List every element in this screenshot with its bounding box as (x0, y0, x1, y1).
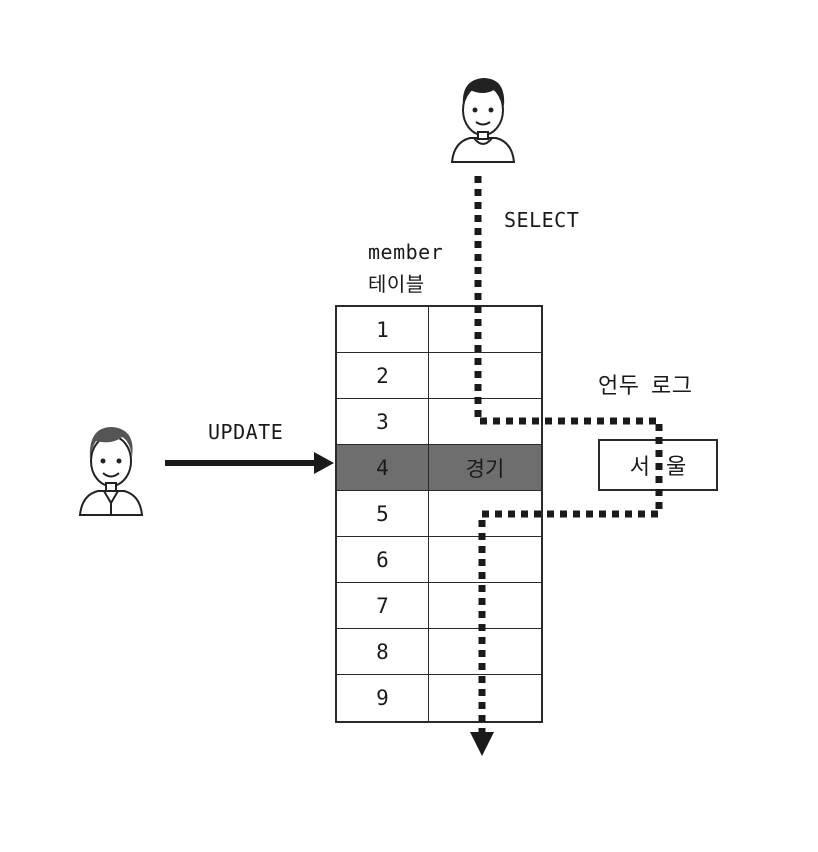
table-row: 8 (337, 629, 541, 675)
table-row: 5 (337, 491, 541, 537)
table-title-line2: 테이블 (368, 272, 425, 296)
table-row: 6 (337, 537, 541, 583)
select-label: SELECT (504, 208, 580, 232)
select-read-path (474, 176, 663, 736)
row-value-cell: 경기 (465, 456, 505, 481)
table-row: 7 (337, 583, 541, 629)
update-label: UPDATE (208, 420, 284, 444)
table-title-line1: member (368, 240, 444, 264)
table-row: 2 (337, 353, 541, 399)
table-row-locked: 4 경기 (337, 445, 541, 491)
select-user-icon (450, 78, 516, 163)
row-id-cell: 3 (337, 399, 429, 444)
row-id-cell: 2 (337, 353, 429, 398)
select-arrowhead (470, 732, 494, 756)
table-row: 3 (337, 399, 541, 445)
table-row: 1 (337, 307, 541, 353)
row-id-cell: 8 (337, 629, 429, 674)
row-id-cell: 7 (337, 583, 429, 628)
row-id-cell: 5 (337, 491, 429, 536)
row-id-cell: 9 (337, 675, 429, 721)
table-row: 9 (337, 675, 541, 721)
update-arrowhead (314, 452, 334, 474)
row-id-cell: 4 (337, 445, 429, 490)
update-user-icon (78, 427, 144, 516)
row-id-cell: 1 (337, 307, 429, 352)
undo-log-label: 언두 로그 (598, 374, 693, 399)
row-id-cell: 6 (337, 537, 429, 582)
